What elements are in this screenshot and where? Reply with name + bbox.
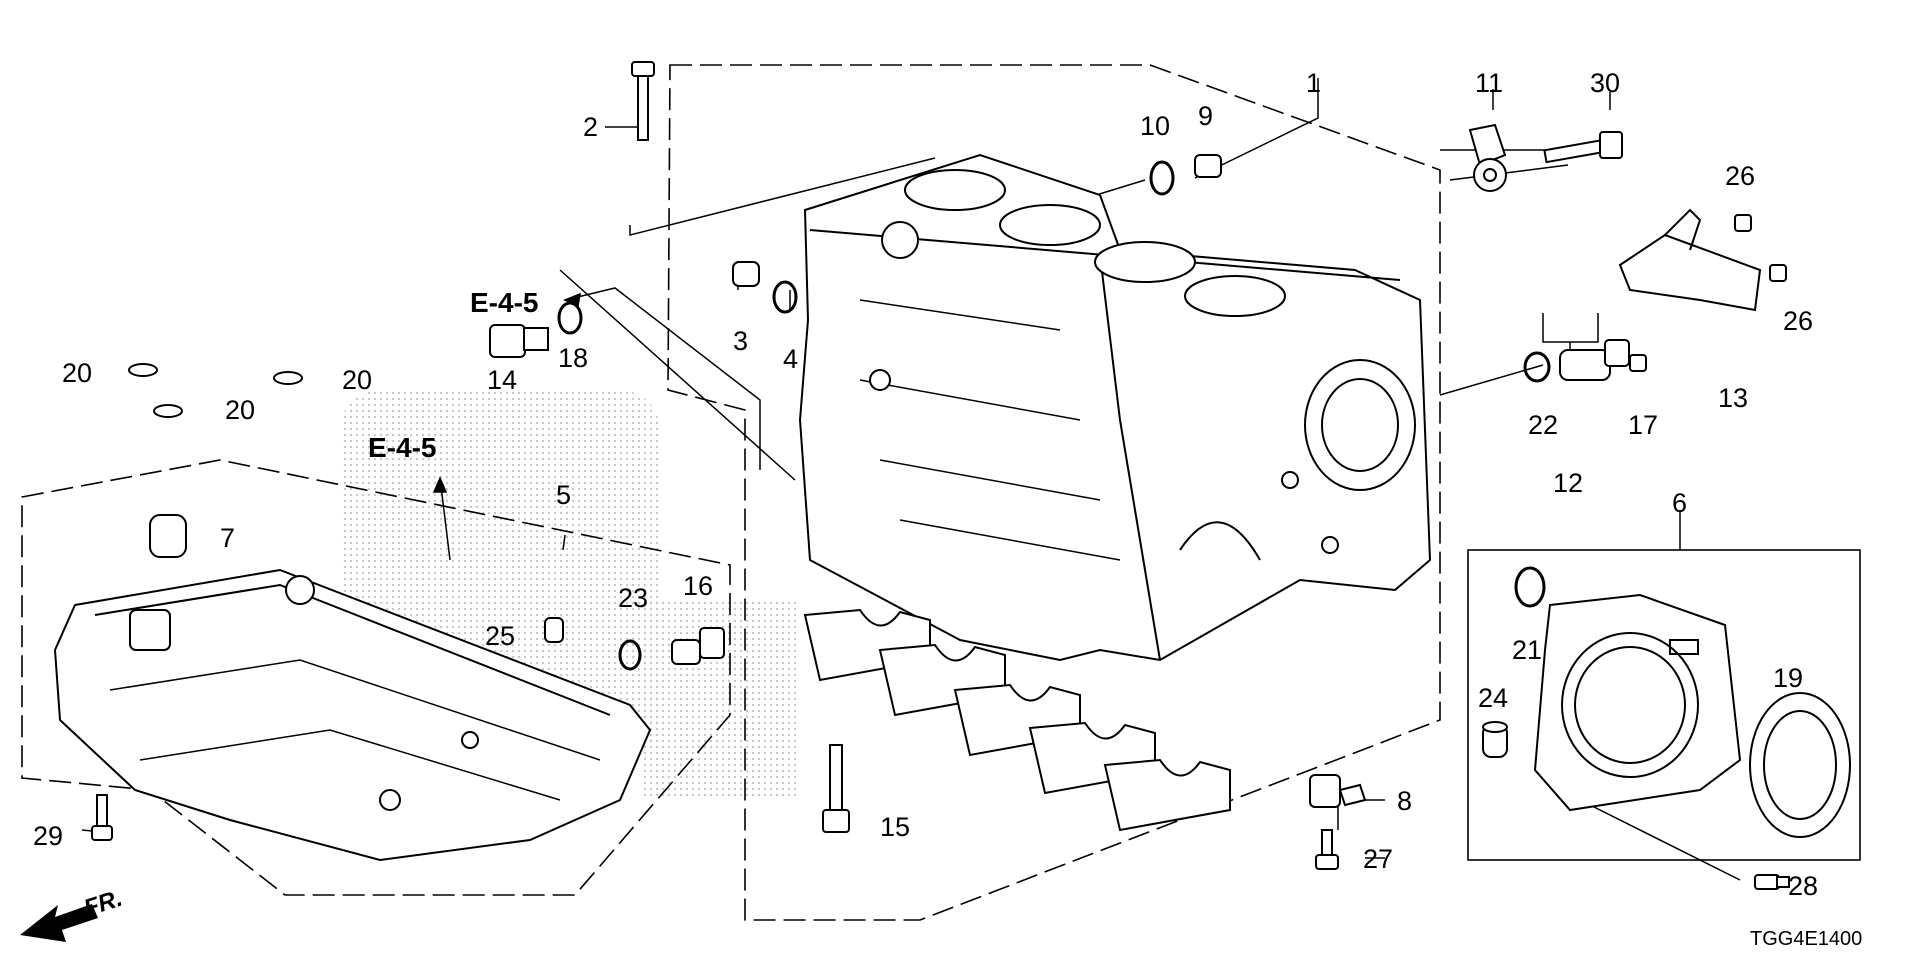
block-group-outline [667,64,1441,921]
part-label-23[interactable]: 23 [618,583,649,613]
bolt-15 [822,744,850,833]
plug-9 [1194,154,1222,178]
reference-label-pan[interactable]: E-4-5 [368,432,437,463]
part-label-22[interactable]: 22 [1528,410,1559,440]
dowel-7 [149,514,187,558]
washer-4 [772,280,798,314]
bolt-30 [1543,131,1623,164]
reference-arrows [432,287,761,561]
front-direction-arrow [20,904,98,942]
bolt-26-a [1734,214,1752,232]
o-ring-21 [1514,566,1546,608]
part-label-18[interactable]: 18 [558,343,589,373]
part-label-12[interactable]: 12 [1553,468,1584,498]
dowel-pin-24 [1482,721,1508,758]
oil-pan-group-outline [21,459,731,896]
o-ring-20-a [128,363,158,377]
part-label-2[interactable]: 2 [583,112,599,142]
part-label-4[interactable]: 4 [783,344,799,374]
bolt-17 [1629,354,1647,372]
crank-sensor [1523,339,1630,383]
bolt-26-b [1769,264,1787,282]
part-label-10[interactable]: 10 [1140,111,1171,141]
o-ring-20-b [153,404,183,418]
knock-sensor [1468,123,1507,192]
part-label-19[interactable]: 19 [1773,663,1804,693]
bolt-29 [91,794,113,841]
part-label-5[interactable]: 5 [556,480,572,510]
part-label-28[interactable]: 28 [1788,871,1819,901]
dipstick [631,61,655,141]
diagram-code: TGG4E1400 [1750,928,1863,950]
rear-seal-group-box [1467,549,1861,861]
part-label-11[interactable]: 11 [1475,68,1504,98]
o-ring-20-c [273,371,303,385]
part-label-15[interactable]: 15 [880,812,911,842]
part-label-17[interactable]: 17 [1628,410,1659,440]
part-label-21[interactable]: 21 [1512,635,1543,665]
part-label-20a[interactable]: 20 [62,358,93,388]
bracket-13 [1618,208,1762,312]
plug-16 [671,627,725,665]
bearing-caps [803,608,1231,832]
part-label-26a[interactable]: 26 [1725,161,1756,191]
part-label-9[interactable]: 9 [1198,101,1214,131]
part-label-20c[interactable]: 20 [342,365,373,395]
part-label-20b[interactable]: 20 [225,395,256,425]
washer-23 [618,639,642,671]
part-label-24[interactable]: 24 [1478,683,1509,713]
part-label-3[interactable]: 3 [733,326,749,356]
oil-sensor-8 [1309,774,1367,808]
part-label-6[interactable]: 6 [1672,488,1688,518]
oil-pan [53,568,652,862]
part-label-16[interactable]: 16 [683,571,714,601]
part-label-7[interactable]: 7 [220,523,236,553]
rear-seal-housing [1533,593,1742,812]
bolt-27 [1315,829,1339,870]
part-label-13[interactable]: 13 [1718,383,1749,413]
drain-plug-14 [489,324,549,358]
dowel-25 [544,617,564,643]
part-label-29[interactable]: 29 [33,821,64,851]
part-label-8[interactable]: 8 [1397,786,1413,816]
part-label-1[interactable]: 1 [1306,68,1322,98]
washer-10 [1149,160,1175,196]
engine-block [798,153,1432,662]
part-label-26b[interactable]: 26 [1783,306,1814,336]
plug-3 [732,261,760,287]
part-label-30[interactable]: 30 [1590,68,1621,98]
part-label-27[interactable]: 27 [1363,844,1394,874]
part-label-14[interactable]: 14 [487,365,518,395]
reference-label-top[interactable]: E-4-5 [470,287,539,318]
part-label-25[interactable]: 25 [485,621,516,651]
bolt-28 [1754,874,1790,890]
oil-seal [1749,692,1851,838]
washer-18 [557,301,583,335]
